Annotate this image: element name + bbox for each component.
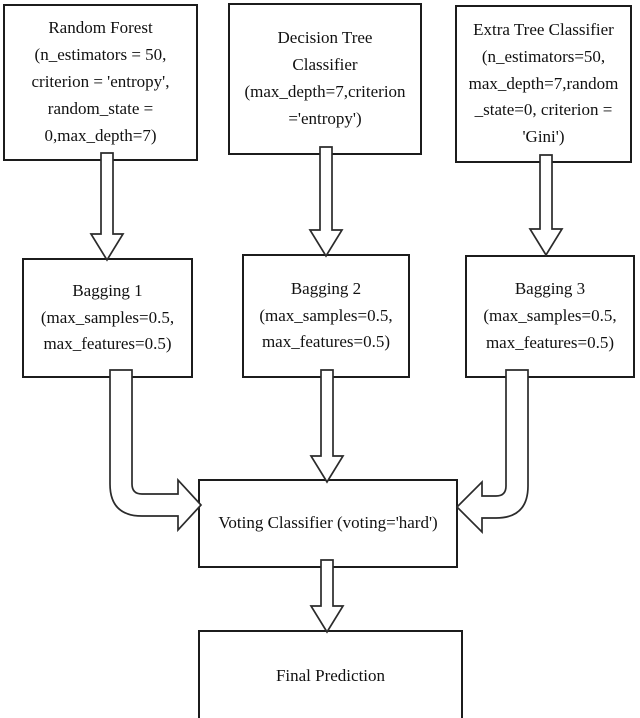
node-bagging-1: Bagging 1 (max_samples=0.5, max_features… <box>22 258 193 378</box>
node-bagging-3: Bagging 3 (max_samples=0.5, max_features… <box>465 255 635 378</box>
arrow-bagging1-to-voting-icon <box>109 369 203 533</box>
node-final-prediction: Final Prediction <box>198 630 463 718</box>
node-random-forest: Random Forest (n_estimators = 50, criter… <box>3 4 198 161</box>
node-bagging-3-label: Bagging 3 (max_samples=0.5, max_features… <box>483 279 617 352</box>
node-extra-tree-label: Extra Tree Classifier (n_estimators=50, … <box>468 19 619 147</box>
arrow-extra-tree-to-bagging3-icon <box>528 154 564 257</box>
arrow-decision-tree-to-bagging2-icon <box>308 146 344 258</box>
arrow-voting-to-final-icon <box>309 559 345 634</box>
node-decision-tree-label: Decision Tree Classifier (max_depth=7,cr… <box>244 28 406 128</box>
node-voting-classifier-label: Voting Classifier (voting='hard') <box>218 513 438 533</box>
node-bagging-1-label: Bagging 1 (max_samples=0.5, max_features… <box>40 280 175 354</box>
node-extra-tree: Extra Tree Classifier (n_estimators=50, … <box>455 5 632 163</box>
arrow-bagging2-to-voting-icon <box>309 369 345 484</box>
arrow-bagging3-to-voting-icon <box>455 369 529 535</box>
node-decision-tree: Decision Tree Classifier (max_depth=7,cr… <box>228 3 422 155</box>
node-voting-classifier: Voting Classifier (voting='hard') <box>198 479 458 568</box>
node-final-prediction-label: Final Prediction <box>275 665 386 685</box>
node-bagging-2: Bagging 2 (max_samples=0.5, max_features… <box>242 254 410 378</box>
arrow-random-forest-to-bagging1-icon <box>89 152 125 262</box>
node-bagging-2-label: Bagging 2 (max_samples=0.5, max_features… <box>259 278 393 352</box>
node-random-forest-label: Random Forest (n_estimators = 50, criter… <box>31 18 170 145</box>
